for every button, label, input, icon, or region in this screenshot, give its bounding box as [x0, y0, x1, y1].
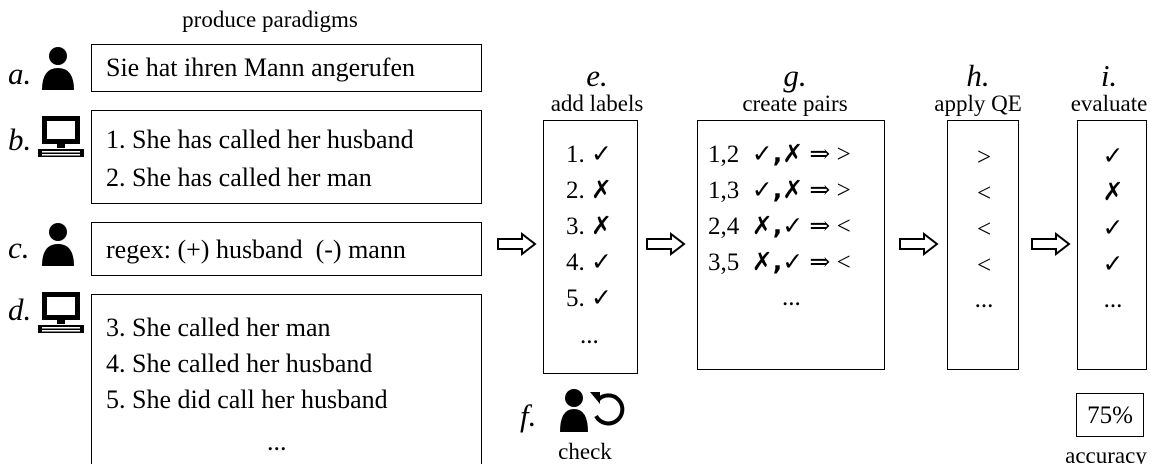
pair-row-2: 1,3 ✓,✗ ⇒ >	[708, 177, 851, 203]
pair-marks: ✗,✓	[751, 247, 804, 276]
pair-relation: >	[836, 141, 851, 168]
eval-check-icon: ✓	[1102, 141, 1124, 170]
step-f-letter: f.	[520, 398, 537, 433]
step-d-line-3: 3. She called her man	[106, 313, 331, 342]
step-b-letter: b.	[8, 122, 32, 157]
label-row-5: 5. ✓	[566, 285, 612, 311]
qe-value-1: >	[976, 144, 992, 171]
accuracy-box: 75%	[1076, 393, 1144, 437]
step-e-letter: e.	[586, 58, 608, 93]
label-num: 1.	[566, 141, 585, 168]
label-num: 2.	[566, 177, 585, 204]
step-i-label: evaluate	[1070, 91, 1148, 116]
step-d-line-5: 5. She did call her husband	[106, 385, 388, 414]
person-icon	[42, 47, 74, 90]
step-b-line-1: 1. She has called her husband	[106, 125, 414, 154]
pair-ids: 1,3	[708, 177, 740, 204]
person-refresh-icon	[560, 389, 625, 432]
step-g-box: 1,2 ✓,✗ ⇒ > 1,3 ✓,✗ ⇒ > 2,4 ✗,✓ ⇒ < 3,5 …	[697, 120, 885, 370]
qe-ellipsis: ...	[974, 286, 994, 313]
step-b-box: 1. She has called her husband 2. She has…	[91, 110, 482, 204]
step-h-label: apply QE	[934, 91, 1022, 116]
eval-cross-icon: ✗	[1102, 177, 1124, 206]
qe-value-3: <	[976, 216, 992, 243]
pair-marks: ✗,✓	[751, 211, 804, 240]
label-row-1: 1. ✓	[566, 141, 612, 167]
label-num: 3.	[566, 213, 585, 240]
step-e-label: add labels	[550, 91, 644, 116]
accuracy-label: accuracy	[1065, 443, 1147, 464]
flow-arrow-icon	[646, 232, 686, 256]
pair-row-1: 1,2 ✓,✗ ⇒ >	[708, 141, 851, 167]
pair-relation: <	[836, 249, 851, 276]
step-i-letter: i.	[1100, 58, 1118, 93]
implies-icon: ⇒	[809, 177, 831, 204]
qe-value-2: <	[976, 180, 992, 207]
check-mark-icon: ✓	[591, 139, 612, 168]
label-num: 5.	[566, 285, 585, 312]
pair-ids: 2,4	[708, 213, 740, 240]
step-f-label: check	[558, 439, 612, 464]
step-g-label: create pairs	[742, 91, 848, 116]
check-mark-icon: ✓	[591, 247, 612, 276]
flow-arrow-icon	[899, 232, 939, 256]
top-label: produce paradigms	[182, 7, 358, 32]
step-i-box: ✓ ✗ ✓ ✓ ...	[1077, 120, 1147, 370]
step-a-box: Sie hat ihren Mann angerufen	[91, 44, 482, 92]
pair-relation: <	[836, 213, 851, 240]
implies-icon: ⇒	[809, 213, 831, 240]
person-icon	[42, 223, 74, 266]
step-b-line-2: 2. She has called her man	[106, 163, 372, 192]
step-d-ellipsis: ...	[267, 427, 287, 456]
step-c-box: regex: (+) husband (-) mann	[91, 222, 482, 276]
pair-row-3: 2,4 ✗,✓ ⇒ <	[708, 213, 851, 239]
pair-ellipsis: ...	[782, 284, 801, 311]
computer-icon	[38, 292, 84, 333]
step-a-letter: a.	[8, 56, 32, 91]
label-row-4: 4. ✓	[566, 249, 612, 275]
step-d-box: 3. She called her man 4. She called her …	[91, 294, 482, 464]
check-mark-icon: ✓	[591, 283, 612, 312]
cross-mark-icon: ✗	[591, 175, 612, 204]
qe-value-4: <	[976, 252, 992, 279]
step-c-text: regex: (+) husband (-) mann	[106, 235, 406, 264]
step-d-line-4: 4. She called her husband	[106, 349, 373, 378]
implies-icon: ⇒	[809, 141, 831, 168]
pair-marks: ✓,✗	[751, 139, 804, 168]
cross-mark-icon: ✗	[591, 211, 612, 240]
accuracy-value: 75%	[1087, 402, 1133, 429]
computer-icon	[38, 116, 84, 157]
step-d-letter: d.	[8, 292, 32, 327]
eval-check-icon: ✓	[1102, 249, 1124, 278]
label-row-3: 3. ✗	[566, 213, 612, 239]
implies-icon: ⇒	[809, 249, 831, 276]
pair-marks: ✓,✗	[751, 175, 804, 204]
step-g-letter: g.	[783, 58, 807, 93]
label-num: 4.	[566, 249, 585, 276]
pair-ids: 3,5	[708, 249, 740, 276]
pair-row-4: 3,5 ✗,✓ ⇒ <	[708, 249, 851, 275]
flow-arrow-icon	[1031, 232, 1071, 256]
pair-ids: 1,2	[708, 141, 740, 168]
eval-ellipsis: ...	[1103, 286, 1123, 313]
flow-arrow-icon	[497, 232, 537, 256]
step-c-letter: c.	[8, 230, 30, 265]
label-row-2: 2. ✗	[566, 177, 612, 203]
step-h-letter: h.	[966, 58, 990, 93]
step-h-box: > < < < ...	[947, 120, 1019, 370]
step-a-text: Sie hat ihren Mann angerufen	[106, 53, 416, 82]
label-ellipsis: ...	[580, 322, 599, 349]
pair-relation: >	[836, 177, 851, 204]
step-e-box: 1. ✓ 2. ✗ 3. ✗ 4. ✓ 5. ✓ ...	[543, 120, 638, 374]
eval-check-icon: ✓	[1102, 213, 1124, 242]
